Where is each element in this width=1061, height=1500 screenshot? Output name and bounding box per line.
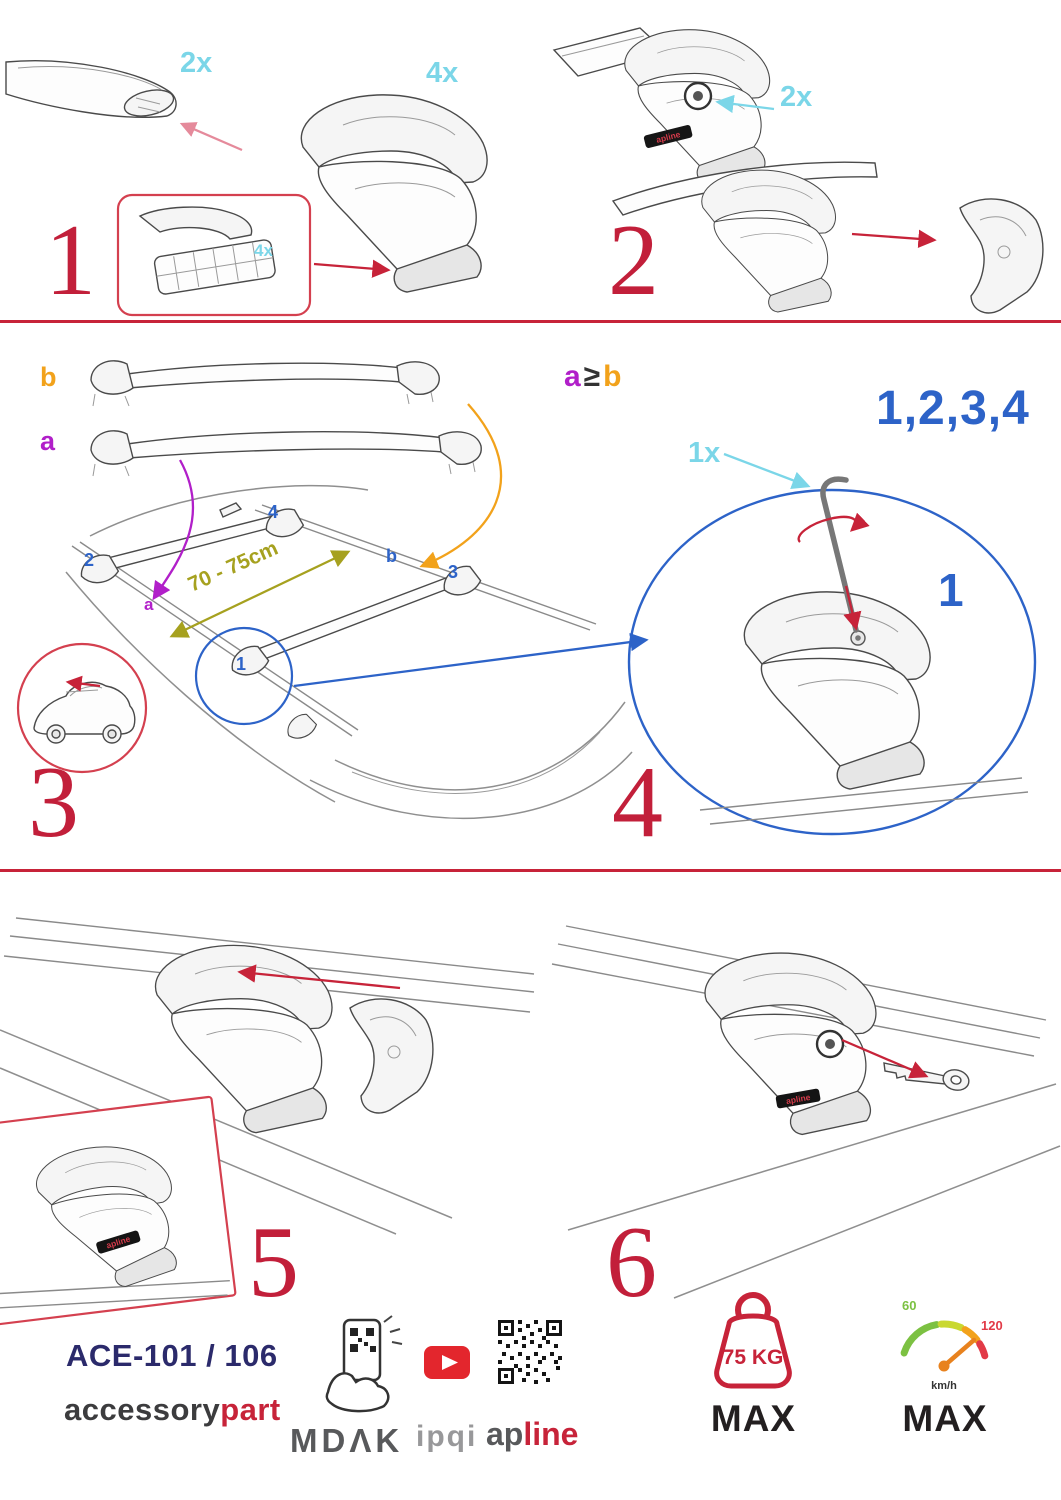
tighten-arrow [843, 585, 862, 631]
foot-detail [743, 591, 931, 790]
section-divider-2 [0, 869, 1061, 872]
rail-mount [287, 713, 318, 739]
brand-badge [775, 1088, 821, 1109]
keyhole [693, 91, 703, 101]
tool-arrow [723, 452, 811, 490]
step3-illustration: b a [16, 360, 649, 819]
qr-code-icon [498, 1320, 562, 1384]
front-crossbar [249, 572, 464, 664]
detail-highlight-circle [194, 626, 294, 726]
position-2-label: 2 [84, 550, 94, 570]
step5-number: 5 [248, 1206, 299, 1319]
brand-badge [96, 1230, 141, 1254]
max-weight-icon: 75 KG [714, 1292, 792, 1389]
brand-badge [643, 125, 693, 148]
step1-illustration: 2x 4x 4x [5, 47, 488, 317]
bar-b [90, 360, 440, 407]
foot-position-2 [80, 554, 120, 584]
attach-cover-arrow [851, 229, 937, 249]
rubber-pad-inset: 4x [116, 193, 391, 317]
tighten-order-label: 1,2,3,4 [876, 382, 1030, 435]
position-3-label: 3 [448, 562, 458, 582]
speed-unit-label: km/h [931, 1380, 957, 1392]
allen-key-icon [820, 476, 859, 633]
accessorypart-logo: accessorypart [64, 1392, 281, 1428]
bar-a [90, 430, 482, 477]
detail-inset: apline [0, 1095, 237, 1327]
position-4-label: 4 [268, 502, 278, 522]
bar-b-label: b [40, 362, 57, 392]
antenna-fin [219, 502, 243, 518]
apline-ap: ap [486, 1416, 524, 1452]
bar-a-placement-arrow [152, 459, 195, 601]
insert-arm-arrow [237, 964, 401, 990]
car-inset [16, 642, 148, 774]
clamp-arm [349, 998, 434, 1114]
end-cover [959, 198, 1044, 314]
step2-illustration: apline 2x [552, 27, 1044, 314]
cross-bar [5, 60, 177, 119]
brand-badge-label: apline [785, 1092, 811, 1106]
model-number: ACE-101 / 106 [66, 1338, 278, 1373]
ipqi-logo: ipqi [416, 1420, 478, 1453]
youtube-icon [424, 1346, 470, 1379]
foot-with-lock: apline [552, 27, 771, 185]
rule-label: a≥b [564, 360, 621, 393]
zoom-ellipse [627, 488, 1037, 836]
weight-max-label: MAX [710, 1398, 797, 1439]
rule-ge: ≥ [584, 360, 600, 393]
step5-illustration: apline [0, 917, 535, 1327]
step4-number: 4 [612, 746, 663, 859]
rubber-pad [153, 239, 276, 295]
bar-qty-label: 2x [180, 47, 212, 79]
bar-pointer-arrow [179, 122, 243, 152]
step-ref-label: 1 [938, 564, 964, 616]
pad-to-foot-arrow [313, 259, 391, 278]
needle [941, 1337, 977, 1369]
step6-illustration: apline [551, 925, 1061, 1299]
foot-clamp [154, 944, 333, 1134]
scan-phone-icon [325, 1315, 403, 1413]
speedometer-icon: 60 120 km/h [900, 1298, 1003, 1392]
rotate-arrow [797, 512, 870, 543]
brand-accessory: accessory [64, 1392, 221, 1427]
lock-arrow [715, 94, 775, 114]
step2-number: 2 [608, 204, 659, 317]
key-arrow [841, 1038, 929, 1079]
distance-arrow [169, 550, 351, 638]
direction-arrow [65, 675, 101, 692]
rule-b: b [603, 360, 621, 393]
speed-high-label: 120 [981, 1318, 1003, 1333]
foot-clamp [300, 94, 488, 293]
foot-position-3 [443, 565, 482, 596]
speed-low-label: 60 [902, 1298, 916, 1313]
foot-position-4 [265, 508, 305, 538]
bar-b-placement-arrow [419, 403, 503, 569]
foot-qty-label: 4x [426, 57, 458, 89]
lock-qty-label: 2x [780, 81, 812, 113]
rule-a: a [564, 360, 581, 393]
max-weight-value: 75 KG [723, 1346, 784, 1369]
brand-part: part [220, 1392, 281, 1427]
key-icon [883, 1062, 970, 1091]
car-roof [65, 484, 633, 819]
step1-number: 1 [45, 204, 96, 317]
tool-qty-label: 1x [688, 437, 720, 469]
roof-b-label: b [386, 546, 397, 566]
apline-line: line [523, 1416, 579, 1452]
position-1-label: 1 [236, 654, 246, 674]
roof-a-label: a [144, 595, 154, 614]
speed-max-label: MAX [902, 1398, 988, 1439]
foot-position-1 [231, 645, 270, 676]
apline-logo: apline [486, 1416, 578, 1453]
mdak-logo: MDΛK [290, 1422, 404, 1459]
step3-number: 3 [28, 746, 79, 859]
pad-qty-label: 4x [254, 241, 273, 260]
bar-a-label: a [40, 426, 56, 456]
step4-illustration: a≥b 1,2,3,4 1x 1 [564, 360, 1037, 836]
section-divider-1 [0, 320, 1061, 323]
zoom-arrow [293, 632, 649, 688]
bar-foot-assembly [611, 161, 878, 313]
step6-number: 6 [606, 1206, 657, 1319]
